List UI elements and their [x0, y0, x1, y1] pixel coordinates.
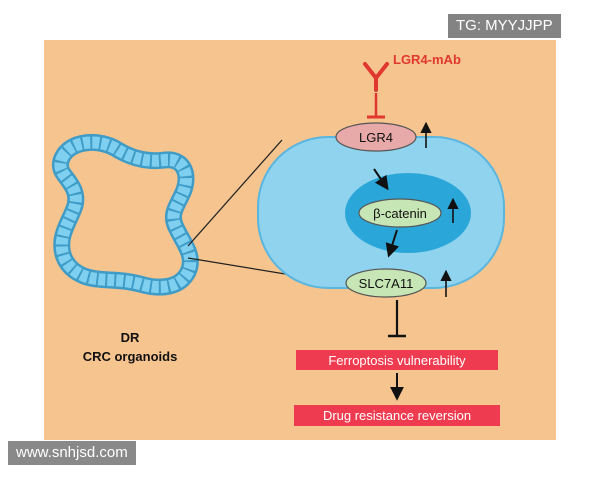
zoom-line-top	[187, 139, 283, 247]
slc7a11-label: SLC7A11	[359, 276, 414, 291]
arrow-lgr4-to-beta-catenin	[373, 168, 389, 191]
ferroptosis-label: Ferroptosis vulnerability	[328, 353, 466, 368]
lgr4-node	[335, 122, 417, 152]
slc7a11-node	[345, 268, 427, 298]
crc-organoid	[52, 133, 199, 296]
organoid-label-line2: CRC organoids	[83, 349, 178, 364]
arrow-beta-catenin-to-slc7a11	[385, 229, 400, 258]
lgr4-label: LGR4	[359, 130, 393, 145]
beta-catenin-label: β-catenin	[373, 206, 427, 221]
organoid-label-line1: DR	[121, 330, 140, 345]
antibody-label: LGR4-mAb	[393, 52, 461, 67]
drug-resistance-label: Drug resistance reversion	[323, 408, 471, 423]
drug-resistance-box	[294, 405, 500, 426]
watermark-top: TG: MYYJJPP	[448, 14, 561, 38]
ferroptosis-box	[296, 350, 498, 370]
beta-catenin-node	[358, 198, 442, 228]
watermark-bottom: www.snhjsd.com	[8, 441, 136, 465]
antibody-icon	[363, 62, 389, 92]
